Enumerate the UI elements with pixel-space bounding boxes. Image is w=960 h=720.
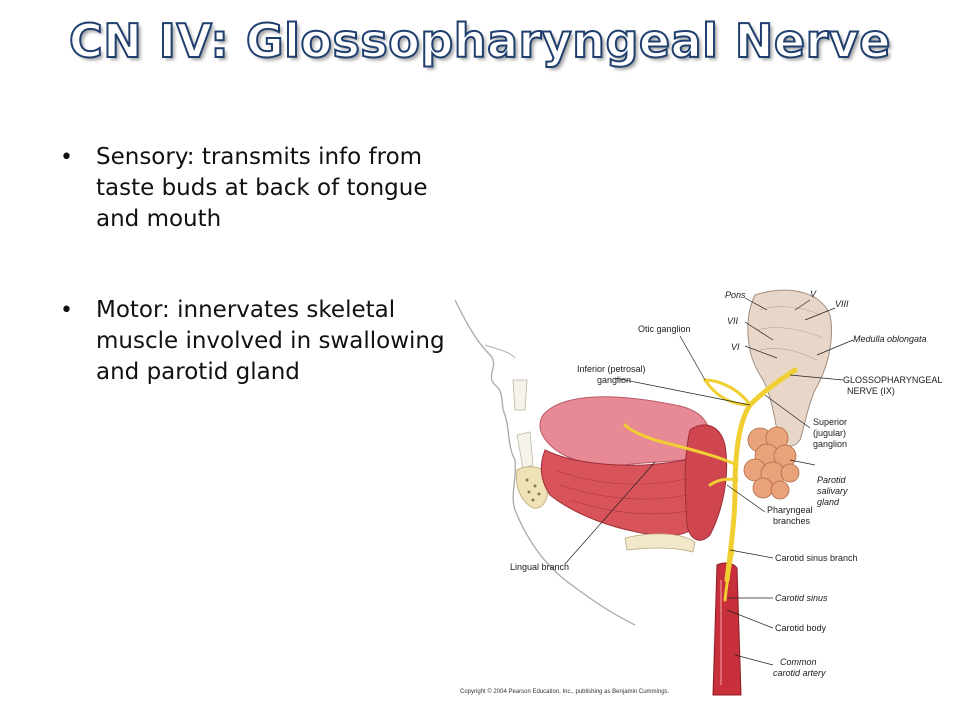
label-pons: Pons [725,290,746,300]
label-lingual-branch: Lingual branch [510,562,569,572]
label-carotid-sinus-branch: Carotid sinus branch [775,553,858,563]
label-carotid-sinus: Carotid sinus [775,593,828,603]
label-pharyngeal-branches-2: branches [773,516,811,526]
nerve-loop-upper [703,378,752,407]
upper-tooth [512,379,528,411]
lip-outline [484,344,516,359]
label-parotid-2: salivary [817,486,848,496]
bullet-motor: • Motor: innervates skeletal muscle invo… [52,295,462,388]
label-inferior-ganglion: Inferior (petrosal) [577,364,646,374]
brainstem [747,289,833,447]
label-superior-ganglion-3: ganglion [813,439,847,449]
parotid-gland [743,426,800,500]
label-parotid: Parotid [817,475,847,485]
label-vi: VI [731,342,740,352]
bullet-text: Motor: innervates skeletal muscle involv… [96,297,445,385]
label-vii: VII [727,316,739,326]
lingual-branch-nerve [623,423,739,467]
label-pharyngeal-branches: Pharyngeal [767,505,813,515]
label-superior-ganglion-2: (jugular) [813,428,846,438]
label-v: V [810,289,817,299]
label-superior-ganglion: Superior [813,417,847,427]
bullet-sensory: • Sensory: transmits info from taste bud… [52,142,462,235]
bullet-marker: • [60,298,73,323]
label-medulla: Medulla oblongata [853,334,927,344]
figure-copyright: Copyright © 2004 Pearson Education, Inc.… [460,688,670,695]
pharyngeal-branch-nerve [708,477,739,487]
label-viii: VIII [835,299,849,309]
slide-title: CN IV: Glossopharyngeal Nerve [68,13,891,69]
label-glossopharyngeal-2: NERVE (IX) [847,386,895,396]
hyoid-band [624,533,696,553]
label-common-carotid: Common [780,657,817,667]
tongue [539,396,711,467]
label-parotid-3: gland [817,497,840,507]
label-inferior-ganglion-2: ganglion [597,375,631,385]
label-common-carotid-2: carotid artery [773,668,826,678]
glossopharyngeal-anatomy-figure: Pons V VIII VII Otic ganglion Medulla ob… [455,289,942,696]
label-leader-lines [564,297,854,666]
lower-tooth [516,431,534,469]
label-glossopharyngeal: GLOSSOPHARYNGEAL [843,375,942,385]
bullet-list: • Sensory: transmits info from taste bud… [52,142,462,448]
bullet-text: Sensory: transmits info from taste buds … [96,144,428,232]
nerve-branch-to-otic [703,378,752,407]
label-otic-ganglion: Otic ganglion [638,324,691,334]
pharyngeal-muscles [684,424,728,541]
carotid-sinus-branch-nerve [723,548,735,602]
label-carotid-body: Carotid body [775,623,827,633]
face-profile-outline [455,299,636,626]
bullet-marker: • [60,145,73,170]
glossopharyngeal-nerve-trunk [724,367,798,583]
mandible-section [516,466,549,509]
